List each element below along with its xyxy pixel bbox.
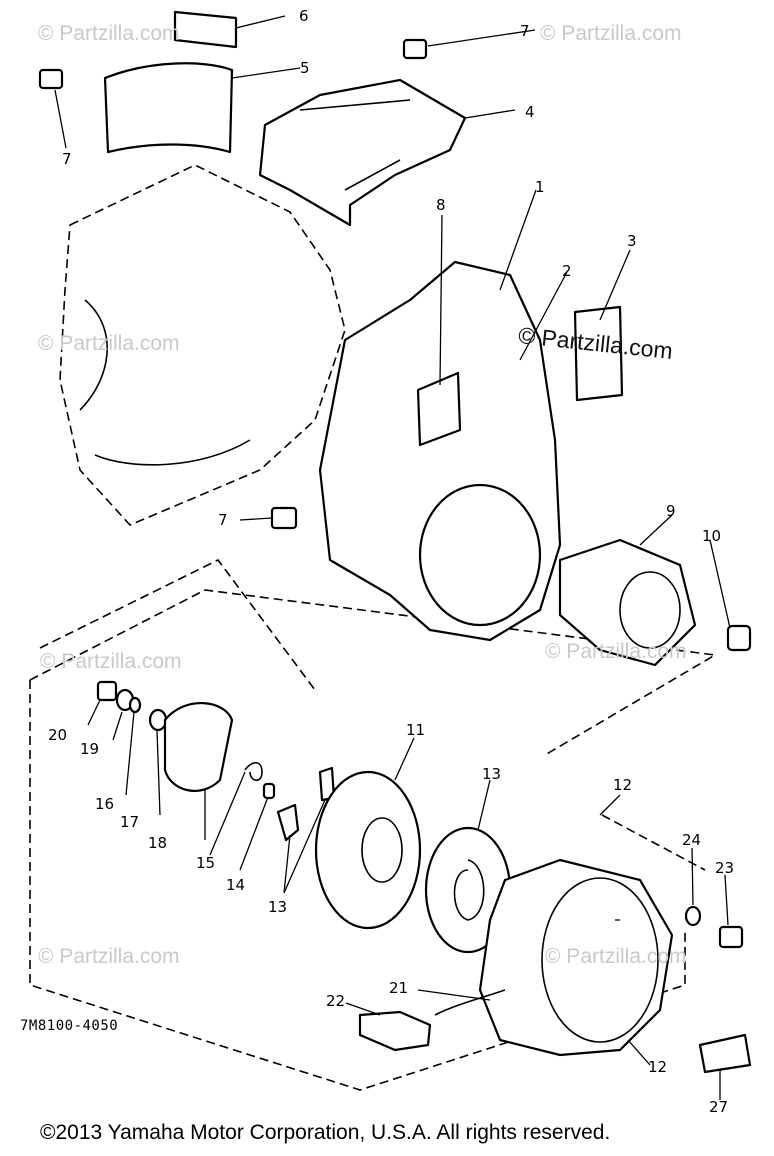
- part-12-starter-case: [478, 858, 674, 1057]
- part-9-starter-cup: [558, 538, 697, 667]
- engine-outline: [59, 164, 346, 526]
- callout-7-top: 7: [520, 22, 530, 40]
- callout-11: 12: [613, 776, 632, 794]
- callout-18: 16: [95, 795, 114, 813]
- part-7-bolt-mid: [270, 506, 298, 530]
- leader-lines: [54, 15, 731, 1100]
- part-8-label: [416, 371, 462, 447]
- callout-20: 18: [148, 834, 167, 852]
- part-17-spring: [244, 761, 263, 782]
- callout-13: 11: [406, 721, 425, 739]
- engine-detail-line: [79, 299, 251, 466]
- callout-5: 5: [300, 59, 310, 77]
- part-16-spring: [262, 782, 276, 800]
- part-7-bolt-top: [402, 38, 428, 60]
- callout-27: 27: [709, 1098, 728, 1116]
- part-4-rib: [299, 99, 411, 191]
- part-23-rope: [434, 989, 506, 1016]
- callout-26: 24: [682, 831, 701, 849]
- callout-22: 20: [48, 726, 67, 744]
- part-22-nut: [96, 680, 118, 702]
- assembly-outline-right: [601, 814, 706, 871]
- part-15-spring-coils: [453, 859, 485, 921]
- callout-1: 1: [535, 178, 545, 196]
- drawing-code: 7M8100-4050: [20, 1018, 119, 1034]
- callout-14: 13: [268, 898, 287, 916]
- part-18-washer: [128, 696, 142, 714]
- watermark: © Partzilla.com: [38, 22, 180, 45]
- assembly-outline-base: [29, 680, 686, 1091]
- part-9-cup-inner: [619, 571, 681, 649]
- copyright: ©2013 Yamaha Motor Corporation, U.S.A. A…: [40, 1121, 611, 1144]
- watermark: © Partzilla.com: [545, 640, 687, 663]
- part-6-label: [173, 10, 238, 49]
- part-14-pawl-lower: [276, 803, 300, 842]
- watermark: © Partzilla.com: [40, 650, 182, 673]
- callout-17: 15: [196, 854, 215, 872]
- part-26-washer: [684, 905, 702, 927]
- callout-3: 3: [627, 232, 637, 250]
- watermark: © Partzilla.com: [540, 22, 682, 45]
- callout-12: 12: [648, 1058, 667, 1076]
- part-24-handle: [358, 1010, 432, 1052]
- part-25-bolt: [718, 925, 744, 949]
- part-19-bushing: [148, 708, 168, 732]
- part-20-friction-plate: [163, 702, 234, 792]
- part-10-bolt: [726, 624, 752, 652]
- part-12-case-face: [541, 877, 659, 1043]
- part-7-bolt-left: [38, 68, 64, 90]
- callout-24: 22: [326, 992, 345, 1010]
- callout-4: 4: [525, 103, 535, 121]
- watermark: © Partzilla.com: [545, 945, 687, 968]
- callout-25: 23: [715, 859, 734, 877]
- callout-7-left: 7: [62, 150, 72, 168]
- callout-16: 14: [226, 876, 245, 894]
- callout-19: 17: [120, 813, 139, 831]
- watermark: © Partzilla.com: [38, 332, 180, 355]
- part-4-cover: [258, 78, 467, 227]
- callout-8: 8: [436, 196, 446, 214]
- part-13-pulley-hub: [361, 817, 403, 883]
- callout-9: 9: [666, 502, 676, 520]
- part-27-emblem: [698, 1033, 752, 1074]
- part-13-pulley: [314, 770, 422, 930]
- callout-2: 2: [562, 262, 572, 280]
- part-1-housing-opening: [418, 483, 542, 627]
- callout-6: 6: [299, 7, 309, 25]
- callout-21: 19: [80, 740, 99, 758]
- callout-10: 10: [702, 527, 721, 545]
- assembly-outline-lower: [39, 558, 316, 691]
- part-5-shield: [103, 62, 234, 154]
- callout-7-mid: 7: [218, 511, 228, 529]
- callout-15: 13: [482, 765, 501, 783]
- watermark: © Partzilla.com: [38, 945, 180, 968]
- callout-23: 21: [389, 979, 408, 997]
